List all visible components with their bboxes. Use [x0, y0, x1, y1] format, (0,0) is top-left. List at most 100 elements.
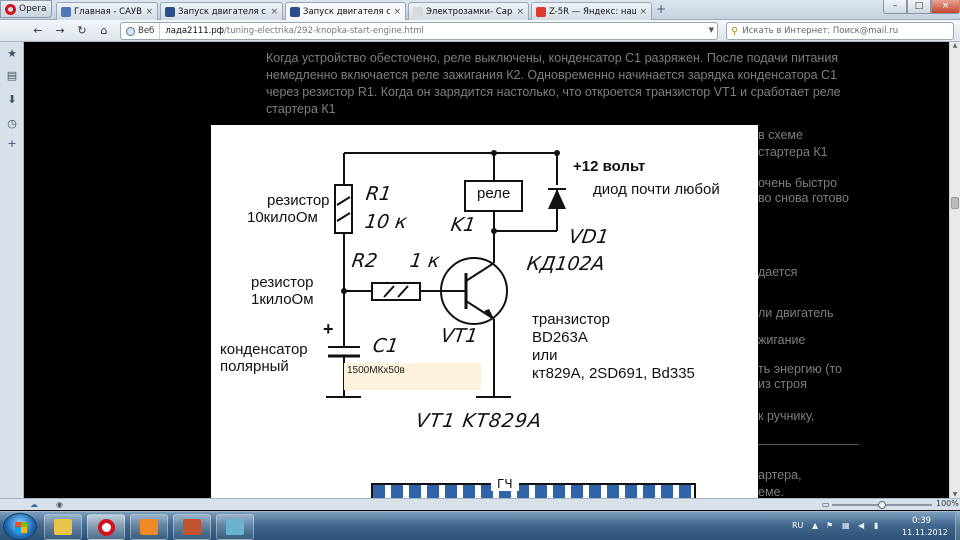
taskbar-explorer-button[interactable]: [44, 514, 82, 540]
web-badge-label: Веб: [138, 26, 155, 36]
r2-label: R2: [350, 250, 379, 272]
new-tab-button[interactable]: +: [655, 2, 667, 16]
close-window-button[interactable]: ×: [931, 0, 960, 14]
opera-menu-button[interactable]: Opera: [0, 0, 52, 18]
language-indicator[interactable]: RU: [792, 521, 804, 530]
circuit-diagram-image: резистор 10килоОм R1 10 к реле +12 вольт…: [211, 125, 758, 498]
browser-tab[interactable]: Запуск двигателя с кн...×: [285, 2, 406, 20]
article-fragment: очень быстро: [758, 176, 838, 190]
downloads-icon[interactable]: ⬇: [7, 93, 17, 106]
taskbar-opera-button[interactable]: [87, 514, 125, 540]
zoom-slider-handle[interactable]: [878, 501, 886, 509]
url-text[interactable]: лада2111.рф/tuning-electrika/292-knopka-…: [160, 26, 424, 36]
notes-icon[interactable]: ▤: [6, 69, 18, 82]
tab-favicon-icon: [165, 6, 175, 17]
scroll-thumb[interactable]: [951, 197, 959, 209]
tab-bar: Opera Главная - САУВЗ×Запуск двигателя с…: [0, 0, 960, 20]
tab-title: Главная - САУВЗ: [74, 6, 143, 17]
minimize-button[interactable]: –: [883, 0, 907, 14]
url-domain: лада2111.рф: [165, 26, 225, 36]
diagram-bottom-label: ГЧ: [491, 477, 519, 491]
volume-icon[interactable]: ◀: [858, 521, 865, 530]
separator-line: [741, 444, 859, 445]
transistor-or: или: [532, 347, 558, 364]
vt1-part-number: VT1 KT829A: [414, 410, 544, 432]
web-badge[interactable]: Веб: [121, 23, 161, 39]
history-icon[interactable]: ◷: [7, 117, 17, 130]
opera-icon: [97, 518, 115, 536]
article-fragment: к ручнику,: [758, 409, 815, 423]
windows-taskbar: RU ▲ ⚑ ▦ ◀ ▮ 0:39 11.11.2012: [0, 511, 960, 540]
opera-menu-label: Opera: [19, 4, 47, 14]
star-icon[interactable]: ★: [7, 47, 17, 60]
tab-title: Запуск двигателя с кн...: [303, 6, 390, 17]
clock-time[interactable]: 0:39: [912, 516, 932, 526]
article-fragment: еме.: [758, 485, 784, 498]
article-fragment: дается: [758, 265, 798, 279]
zoom-out-icon[interactable]: ▭: [822, 500, 830, 509]
paint-icon: [183, 519, 201, 535]
power-label: +12 вольт: [573, 158, 646, 175]
search-placeholder: Искать в Интернет: Поиск@mail.ru: [742, 26, 899, 36]
tab-title: Z-5R — Яндекс: нашл...: [549, 6, 636, 17]
reload-button[interactable]: ↻: [77, 24, 87, 37]
diagram-bottom-strip: [371, 483, 696, 498]
scroll-down-icon[interactable]: ▼: [952, 491, 958, 498]
url-path: /tuning-electrika/292-knopka-start-engin…: [224, 26, 424, 36]
folder-icon: [54, 519, 72, 535]
r2-description: резистор: [251, 274, 314, 291]
scroll-up-icon[interactable]: ▲: [952, 42, 958, 49]
clock-date[interactable]: 11.11.2012: [902, 528, 948, 537]
power-icon[interactable]: ▮: [874, 521, 879, 530]
chevron-down-icon[interactable]: ▼: [708, 26, 714, 34]
tab-close-icon[interactable]: ×: [639, 6, 647, 17]
vertical-scrollbar[interactable]: ▲ ▼: [949, 42, 960, 498]
show-desktop-button[interactable]: [955, 511, 960, 540]
article-fragment: жигание: [758, 333, 806, 347]
vd1-label: VD1: [567, 226, 611, 248]
system-tray: RU ▲ ⚑ ▦ ◀ ▮ 0:39 11.11.2012: [790, 512, 960, 540]
article-fragment: ть энергию (то: [758, 362, 842, 376]
maximize-button[interactable]: □: [907, 0, 931, 14]
r2-description-value: 1килоОм: [251, 291, 314, 308]
search-input[interactable]: ⚲ Искать в Интернет: Поиск@mail.ru: [726, 22, 954, 40]
tab-title: Электрозамки- Сарат...: [426, 6, 513, 17]
home-button[interactable]: ⌂: [100, 24, 108, 37]
browser-tab[interactable]: Электрозамки- Сарат...×: [408, 2, 529, 20]
address-field[interactable]: Веб лада2111.рф/tuning-electrika/292-kno…: [120, 22, 718, 40]
article-fragment: в схеме: [758, 128, 803, 142]
media-player-icon: [140, 519, 158, 535]
opera-logo-icon: [5, 3, 16, 15]
taskbar-media-player-button[interactable]: [130, 514, 168, 540]
unite-icon[interactable]: ☁: [30, 500, 38, 509]
browser-tab[interactable]: Главная - САУВЗ×: [56, 2, 158, 20]
browser-tab[interactable]: Z-5R — Яндекс: нашл...×: [531, 2, 652, 20]
browser-tab[interactable]: Запуск двигателя с кн...×: [160, 2, 283, 20]
tab-close-icon[interactable]: ×: [393, 6, 401, 17]
r1-description: резистор: [267, 192, 330, 209]
taskbar-notes-button[interactable]: [216, 514, 254, 540]
flag-icon[interactable]: ⚑: [826, 521, 834, 530]
show-hidden-icons-icon[interactable]: ▲: [812, 521, 819, 530]
forward-button[interactable]: →: [55, 24, 65, 37]
article-fragment: стартера К1: [758, 145, 828, 159]
status-bar: ☁ ◉ ▭ 100%: [0, 498, 960, 510]
c1-description-type: полярный: [220, 358, 289, 375]
turbo-icon[interactable]: ◉: [56, 500, 63, 509]
tab-close-icon[interactable]: ×: [145, 6, 153, 17]
tab-close-icon[interactable]: ×: [270, 6, 278, 17]
back-button[interactable]: ←: [33, 24, 43, 37]
address-toolbar: ← → ↻ ⌂ Веб лада2111.рф/tuning-electrika…: [0, 20, 960, 42]
c1-label: C1: [371, 335, 400, 357]
search-icon: ⚲: [731, 25, 739, 37]
tab-close-icon[interactable]: ×: [516, 6, 524, 17]
circuit-schematic: [326, 150, 566, 398]
tab-title: Запуск двигателя с кн...: [178, 6, 267, 17]
article-fragment: ли двигатель: [758, 306, 834, 320]
taskbar-paint-button[interactable]: [173, 514, 211, 540]
k1-label: K1: [449, 214, 478, 236]
start-button[interactable]: [3, 513, 37, 540]
network-icon[interactable]: ▦: [842, 521, 850, 530]
add-panel-icon[interactable]: +: [7, 137, 17, 150]
tab-favicon-icon: [290, 6, 300, 17]
